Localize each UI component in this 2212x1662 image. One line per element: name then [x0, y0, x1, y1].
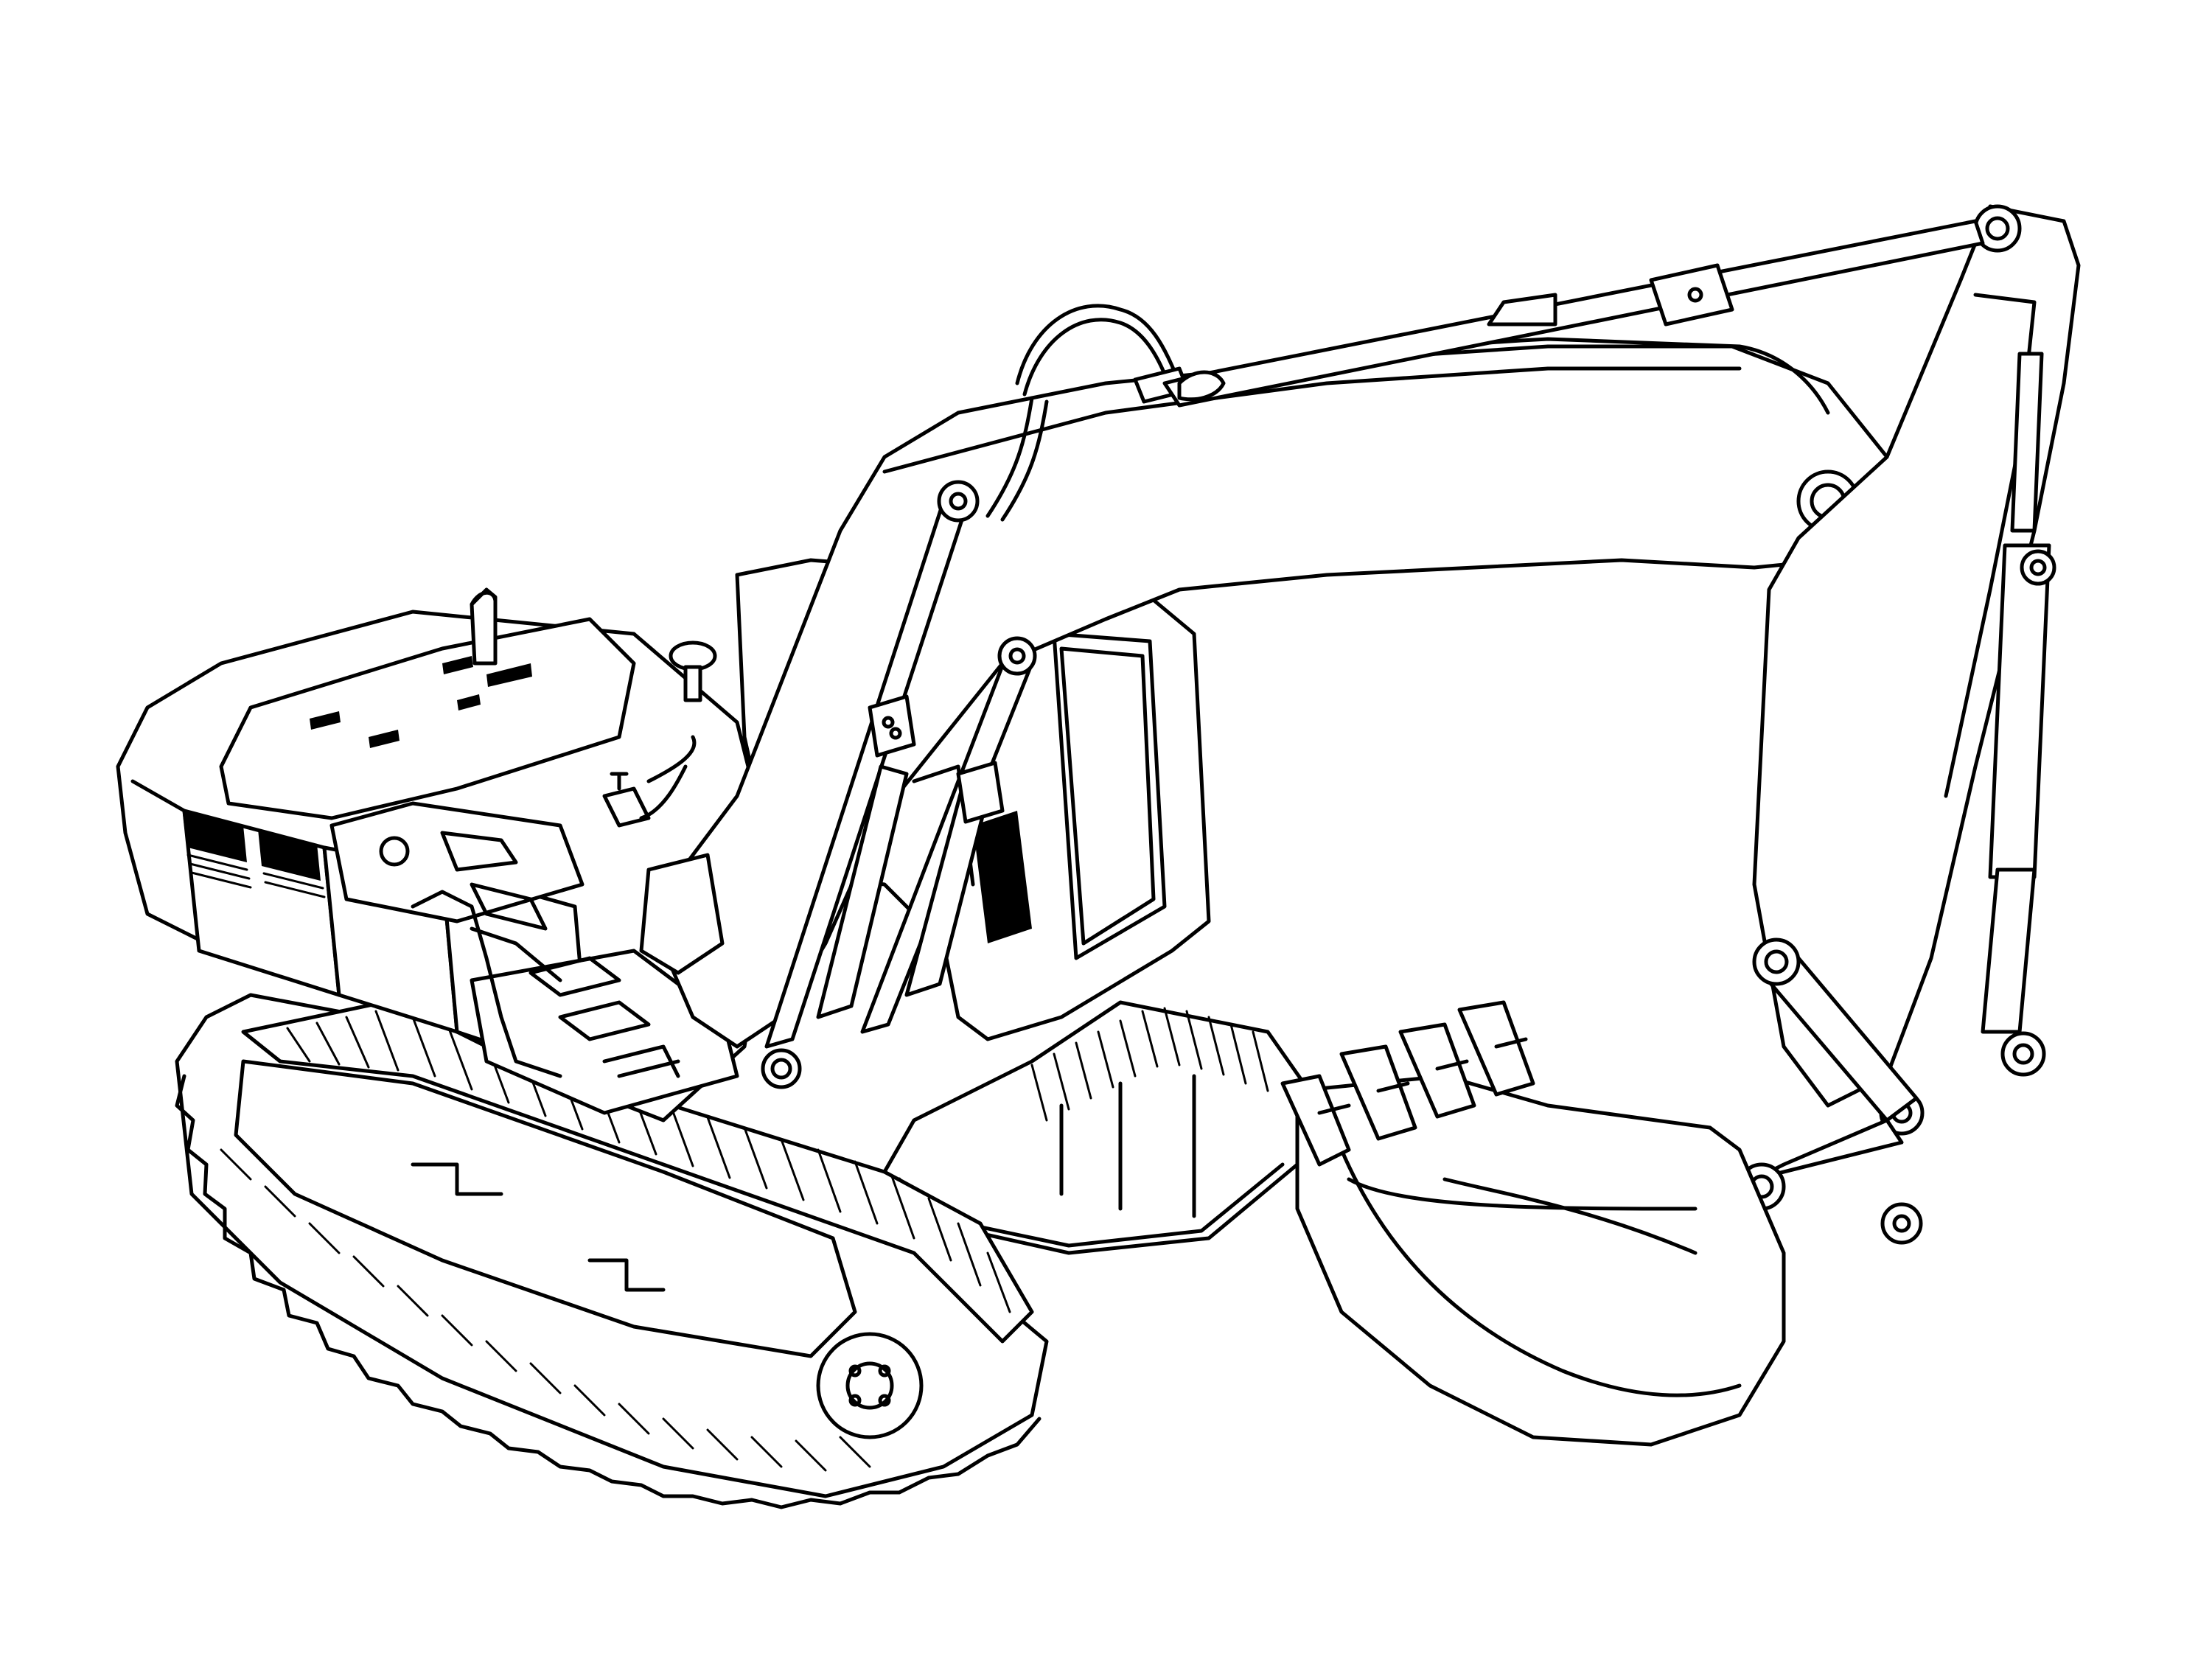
exhaust-pipe — [470, 587, 498, 666]
engine-vents — [184, 811, 326, 898]
upper-structure — [116, 610, 776, 1122]
bucket-cylinder — [1879, 352, 2056, 1136]
left-track-side-links — [220, 1148, 871, 1472]
bucket-teeth — [1280, 1000, 1535, 1167]
arm-cylinder — [1162, 219, 1985, 408]
boom-cylinders — [764, 480, 1037, 1049]
left-track — [175, 993, 1049, 1509]
drive-sprocket — [816, 1332, 924, 1439]
bucket — [1280, 1000, 1786, 1447]
air-cleaner-cap — [669, 640, 717, 702]
hydraulic-valve — [602, 735, 697, 828]
right-track-shoes — [1030, 1007, 1269, 1122]
